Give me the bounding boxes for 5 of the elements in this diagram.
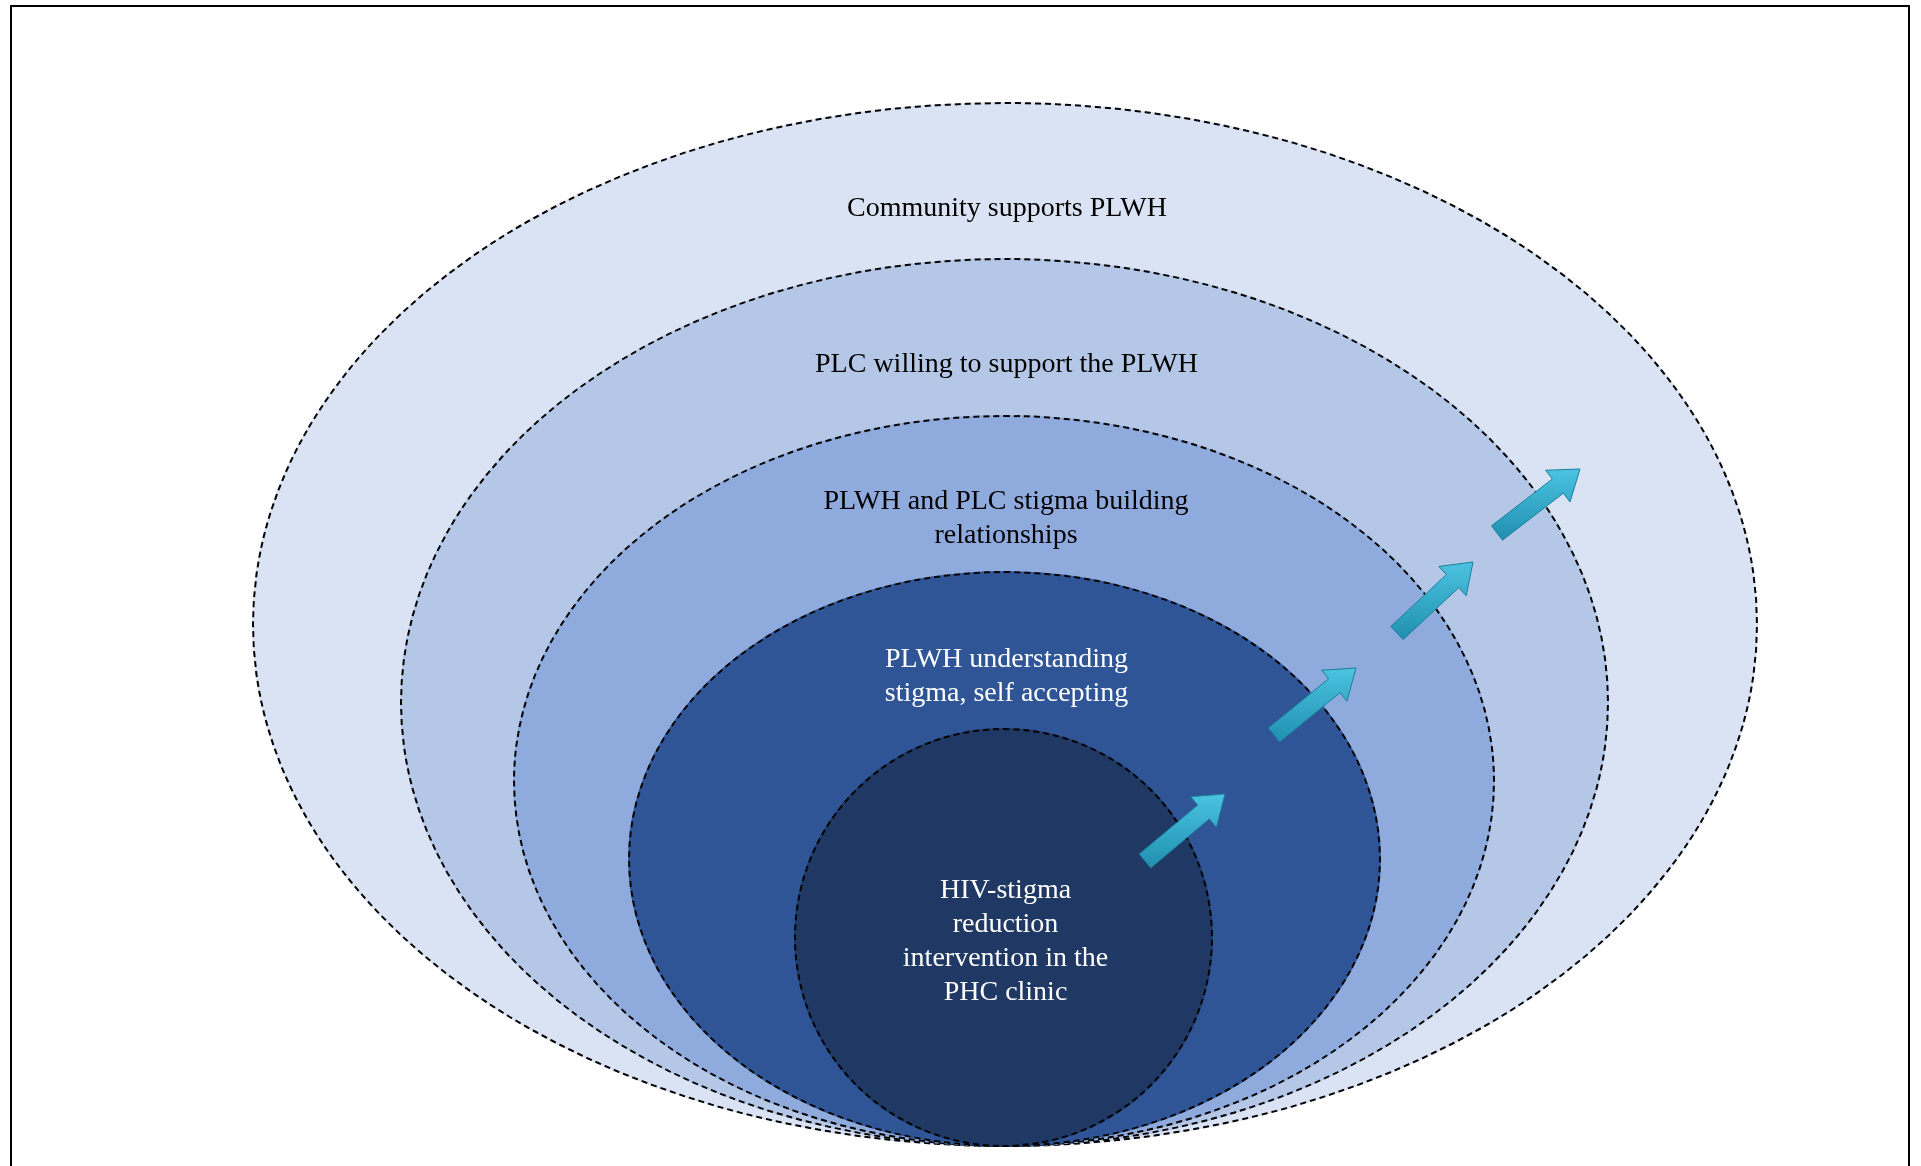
ellipse-label: PLWH understanding stigma, self accepting xyxy=(883,641,1130,709)
ellipse-label: HIV-stigma reduction intervention in the PHC clinic xyxy=(901,872,1110,1008)
ellipse-label: PLWH and PLC stigma building relationships xyxy=(822,483,1190,551)
ellipse-label: PLC willing to support the PLWH xyxy=(814,346,1199,380)
ellipse-label: Community supports PLWH xyxy=(846,190,1168,224)
